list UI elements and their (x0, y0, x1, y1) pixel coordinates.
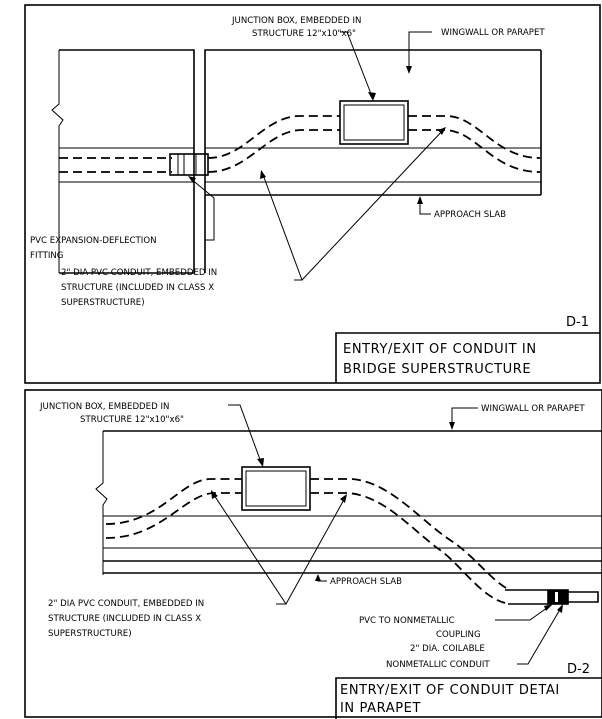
jbox-arrowhead (368, 92, 376, 101)
detail-d2-frame (24, 389, 602, 718)
wingwall-block (204, 49, 541, 273)
conduit-upper-rise (105, 478, 242, 525)
conduit-leader-b (301, 127, 446, 281)
wingwall-arrowhead (406, 66, 412, 74)
conduit-label-line3: SUPERSTRUCTURE) (48, 629, 132, 639)
wingwall-leader (451, 407, 478, 427)
detail-code: D-2 (567, 662, 590, 677)
conduit-lower-fall (408, 129, 541, 173)
fitting-leader (189, 177, 215, 241)
approach-slab-leader (419, 197, 431, 215)
conduit-arrowhead-a (211, 490, 218, 499)
bridge-deck-block (59, 49, 195, 274)
detail-d1: JUNCTION BOX, EMBEDDED IN STRUCTURE 12"x… (24, 4, 601, 384)
fitting-arrowhead (188, 176, 196, 183)
wingwall-leader (408, 31, 432, 72)
jbox-label-line2: STRUCTURE 12"x10"x6" (80, 415, 184, 425)
conduit-upper-fall (408, 115, 541, 159)
conduit-lower-rise (207, 129, 340, 173)
jbox-leader (340, 31, 374, 100)
junction-box (339, 100, 409, 145)
junction-box-inner (343, 104, 405, 141)
coilable-arrowhead (557, 604, 563, 613)
conduit-label-line3: SUPERSTRUCTURE) (61, 298, 145, 308)
coilable-label-line2: NONMETALLIC CONDUIT (386, 660, 490, 670)
conduit-arrowhead-a (260, 170, 266, 179)
jbox-label-line1: JUNCTION BOX, EMBEDDED IN (231, 16, 361, 26)
wingwall-label: WINGWALL OR PARAPET (481, 404, 585, 414)
fitting-label-line2: FITTING (30, 251, 63, 261)
conduit-label-line1: 2" DIA PVC CONDUIT, EMBEDDED IN (61, 268, 217, 278)
coilable-leader (517, 605, 563, 665)
conduit-label-line2: STRUCTURE (INCLUDED IN CLASS X (61, 283, 214, 293)
jbox-leader (228, 404, 263, 466)
coupling-label-line2: COUPLING (436, 630, 481, 640)
coupling-band (555, 592, 558, 602)
coupling-label-line1: PVC TO NONMETALLIC (359, 616, 455, 626)
title-line1: ENTRY/EXIT OF CONDUIT IN (343, 342, 537, 357)
conduit-upper-rise (207, 115, 340, 159)
jbox-label-line2: STRUCTURE 12"x10"x6" (252, 29, 356, 39)
approach-slab-label: APPROACH SLAB (330, 577, 402, 587)
conduit-label-line2: STRUCTURE (INCLUDED IN CLASS X (48, 614, 201, 624)
coilable-label-line1: 2" DIA. COILABLE (410, 644, 485, 654)
detail-d1-frame (24, 4, 601, 384)
expansion-fitting (169, 153, 209, 176)
detail-code: D-1 (566, 315, 589, 330)
jbox-arrowhead (257, 458, 264, 467)
title-box (335, 332, 600, 383)
conduit-leader-a (261, 171, 303, 281)
conduit-exit (568, 591, 599, 603)
title-line2: BRIDGE SUPERSTRUCTURE (343, 362, 531, 377)
conduit-lower-fall (310, 492, 506, 604)
approach-slab-label: APPROACH SLAB (434, 210, 506, 220)
title-line1: ENTRY/EXIT OF CONDUIT DETAI (340, 683, 560, 698)
approach-slab-arrowhead (417, 196, 423, 204)
wingwall-label: WINGWALL OR PARAPET (441, 28, 545, 38)
conduit-leader-b (285, 495, 347, 605)
title-box (335, 677, 602, 719)
junction-box-inner (245, 470, 307, 507)
break-line (95, 431, 108, 575)
title-line2: IN PARAPET (340, 701, 421, 716)
approach-slab-arrowhead (315, 574, 321, 581)
break-line (51, 50, 64, 273)
conduit-upper-fall (310, 478, 511, 591)
conduit-lower-rise (105, 492, 242, 539)
coupling-arrowhead (544, 604, 553, 611)
conduit-arrowhead-b (438, 127, 446, 135)
jbox-label-line1: JUNCTION BOX, EMBEDDED IN (39, 402, 169, 412)
coilable-conduit-stub (505, 589, 548, 605)
fitting-label-line1: PVC EXPANSION-DEFLECTION (30, 236, 157, 246)
wingwall-arrowhead (449, 422, 455, 430)
detail-d2: JUNCTION BOX, EMBEDDED IN STRUCTURE 12"x… (24, 389, 602, 719)
conduit-label-line1: 2" DIA PVC CONDUIT, EMBEDDED IN (48, 599, 204, 609)
conduit-arrowhead-b (340, 494, 347, 503)
coupling-leader (495, 604, 552, 621)
junction-box (241, 466, 311, 511)
